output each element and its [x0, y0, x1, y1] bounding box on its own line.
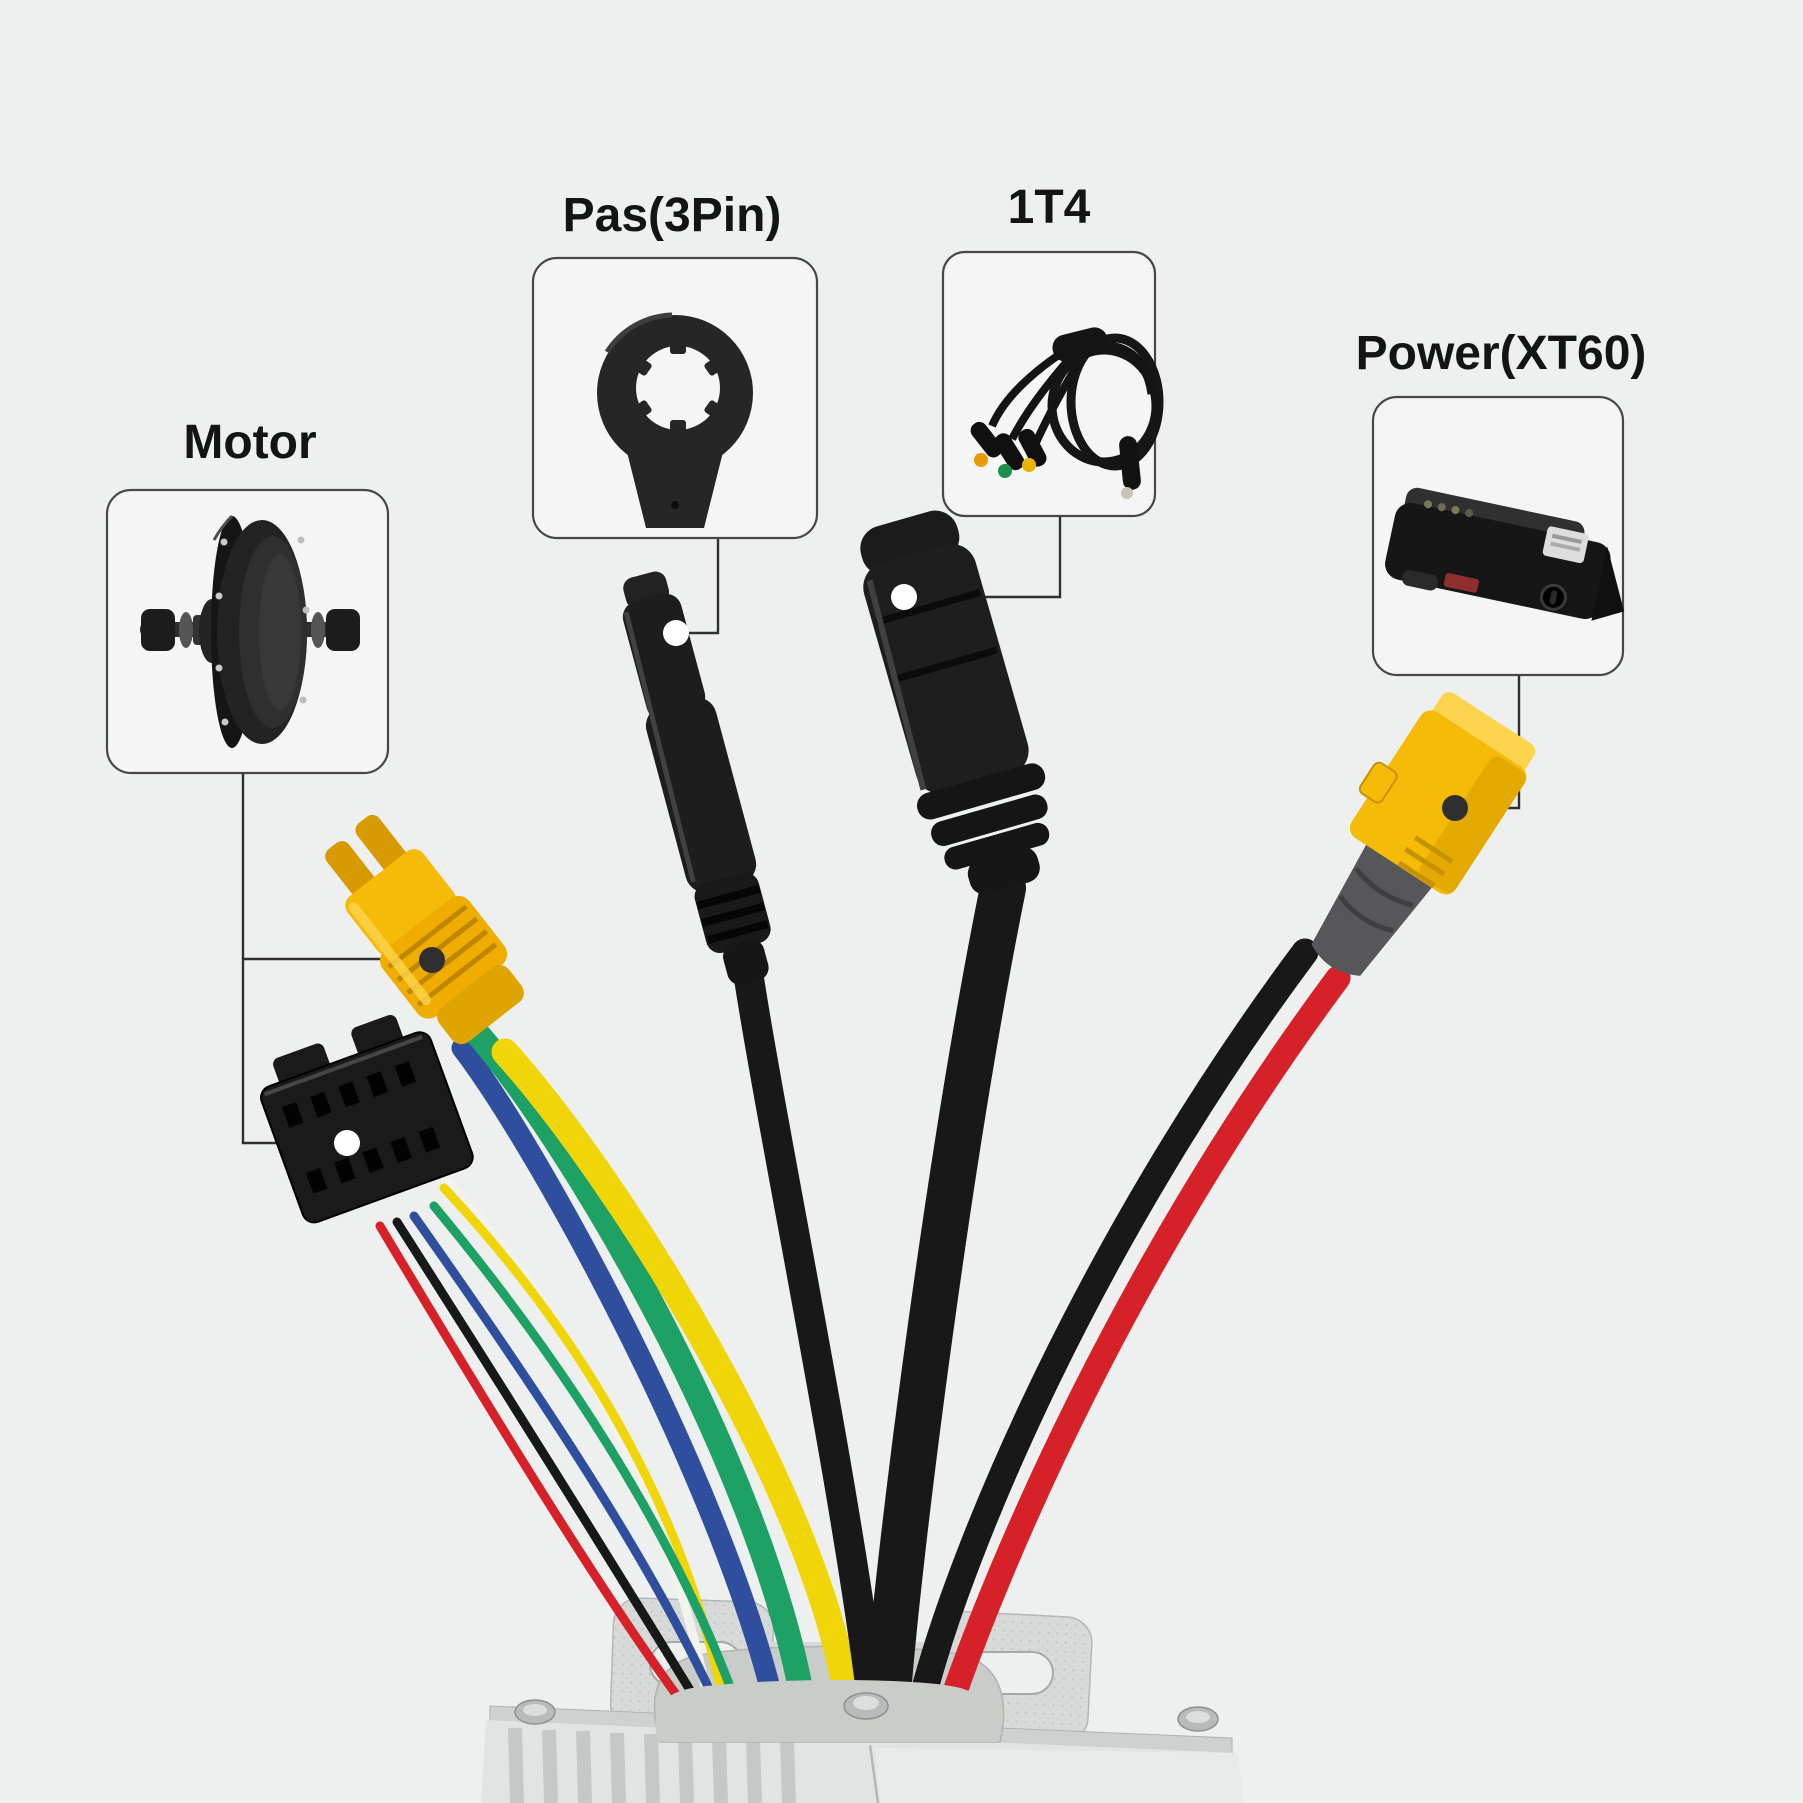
- motor-hall-plug: [260, 1014, 474, 1224]
- pas-callout-line: [682, 539, 720, 635]
- one-to-four-label: 1T4: [1008, 181, 1091, 234]
- one-to-four-connector-dot: [891, 584, 917, 610]
- xt60-connector: [1311, 692, 1536, 976]
- motor-label: Motor: [183, 416, 316, 469]
- motor-plug-dot: [334, 1130, 360, 1156]
- motor-phase-wires: [451, 1019, 862, 1718]
- power-wire-red: [937, 965, 1351, 1719]
- pas-cable: [733, 957, 887, 1715]
- mt60-connector-dot: [419, 947, 445, 973]
- one-to-four-cable: [865, 865, 1026, 1717]
- pas-sensor-photo: [597, 312, 753, 528]
- battery-photo: [1385, 487, 1625, 621]
- phase-wire-blue: [451, 1037, 784, 1711]
- pas-label: Pas(3Pin): [563, 189, 782, 242]
- phase-wire-yellow: [491, 1038, 862, 1718]
- power-label: Power(XT60): [1356, 327, 1647, 380]
- cable-grommet-front: [655, 1679, 1000, 1742]
- one-to-four-cable-photo: [970, 327, 1164, 499]
- heatsink-fins: [508, 1727, 796, 1803]
- power-wire-black: [908, 938, 1319, 1714]
- motor-hall-wires: [375, 1158, 740, 1717]
- hub-motor-photo: [140, 514, 360, 748]
- pas-connector-dot: [663, 620, 689, 646]
- xt60-connector-dot: [1442, 795, 1468, 821]
